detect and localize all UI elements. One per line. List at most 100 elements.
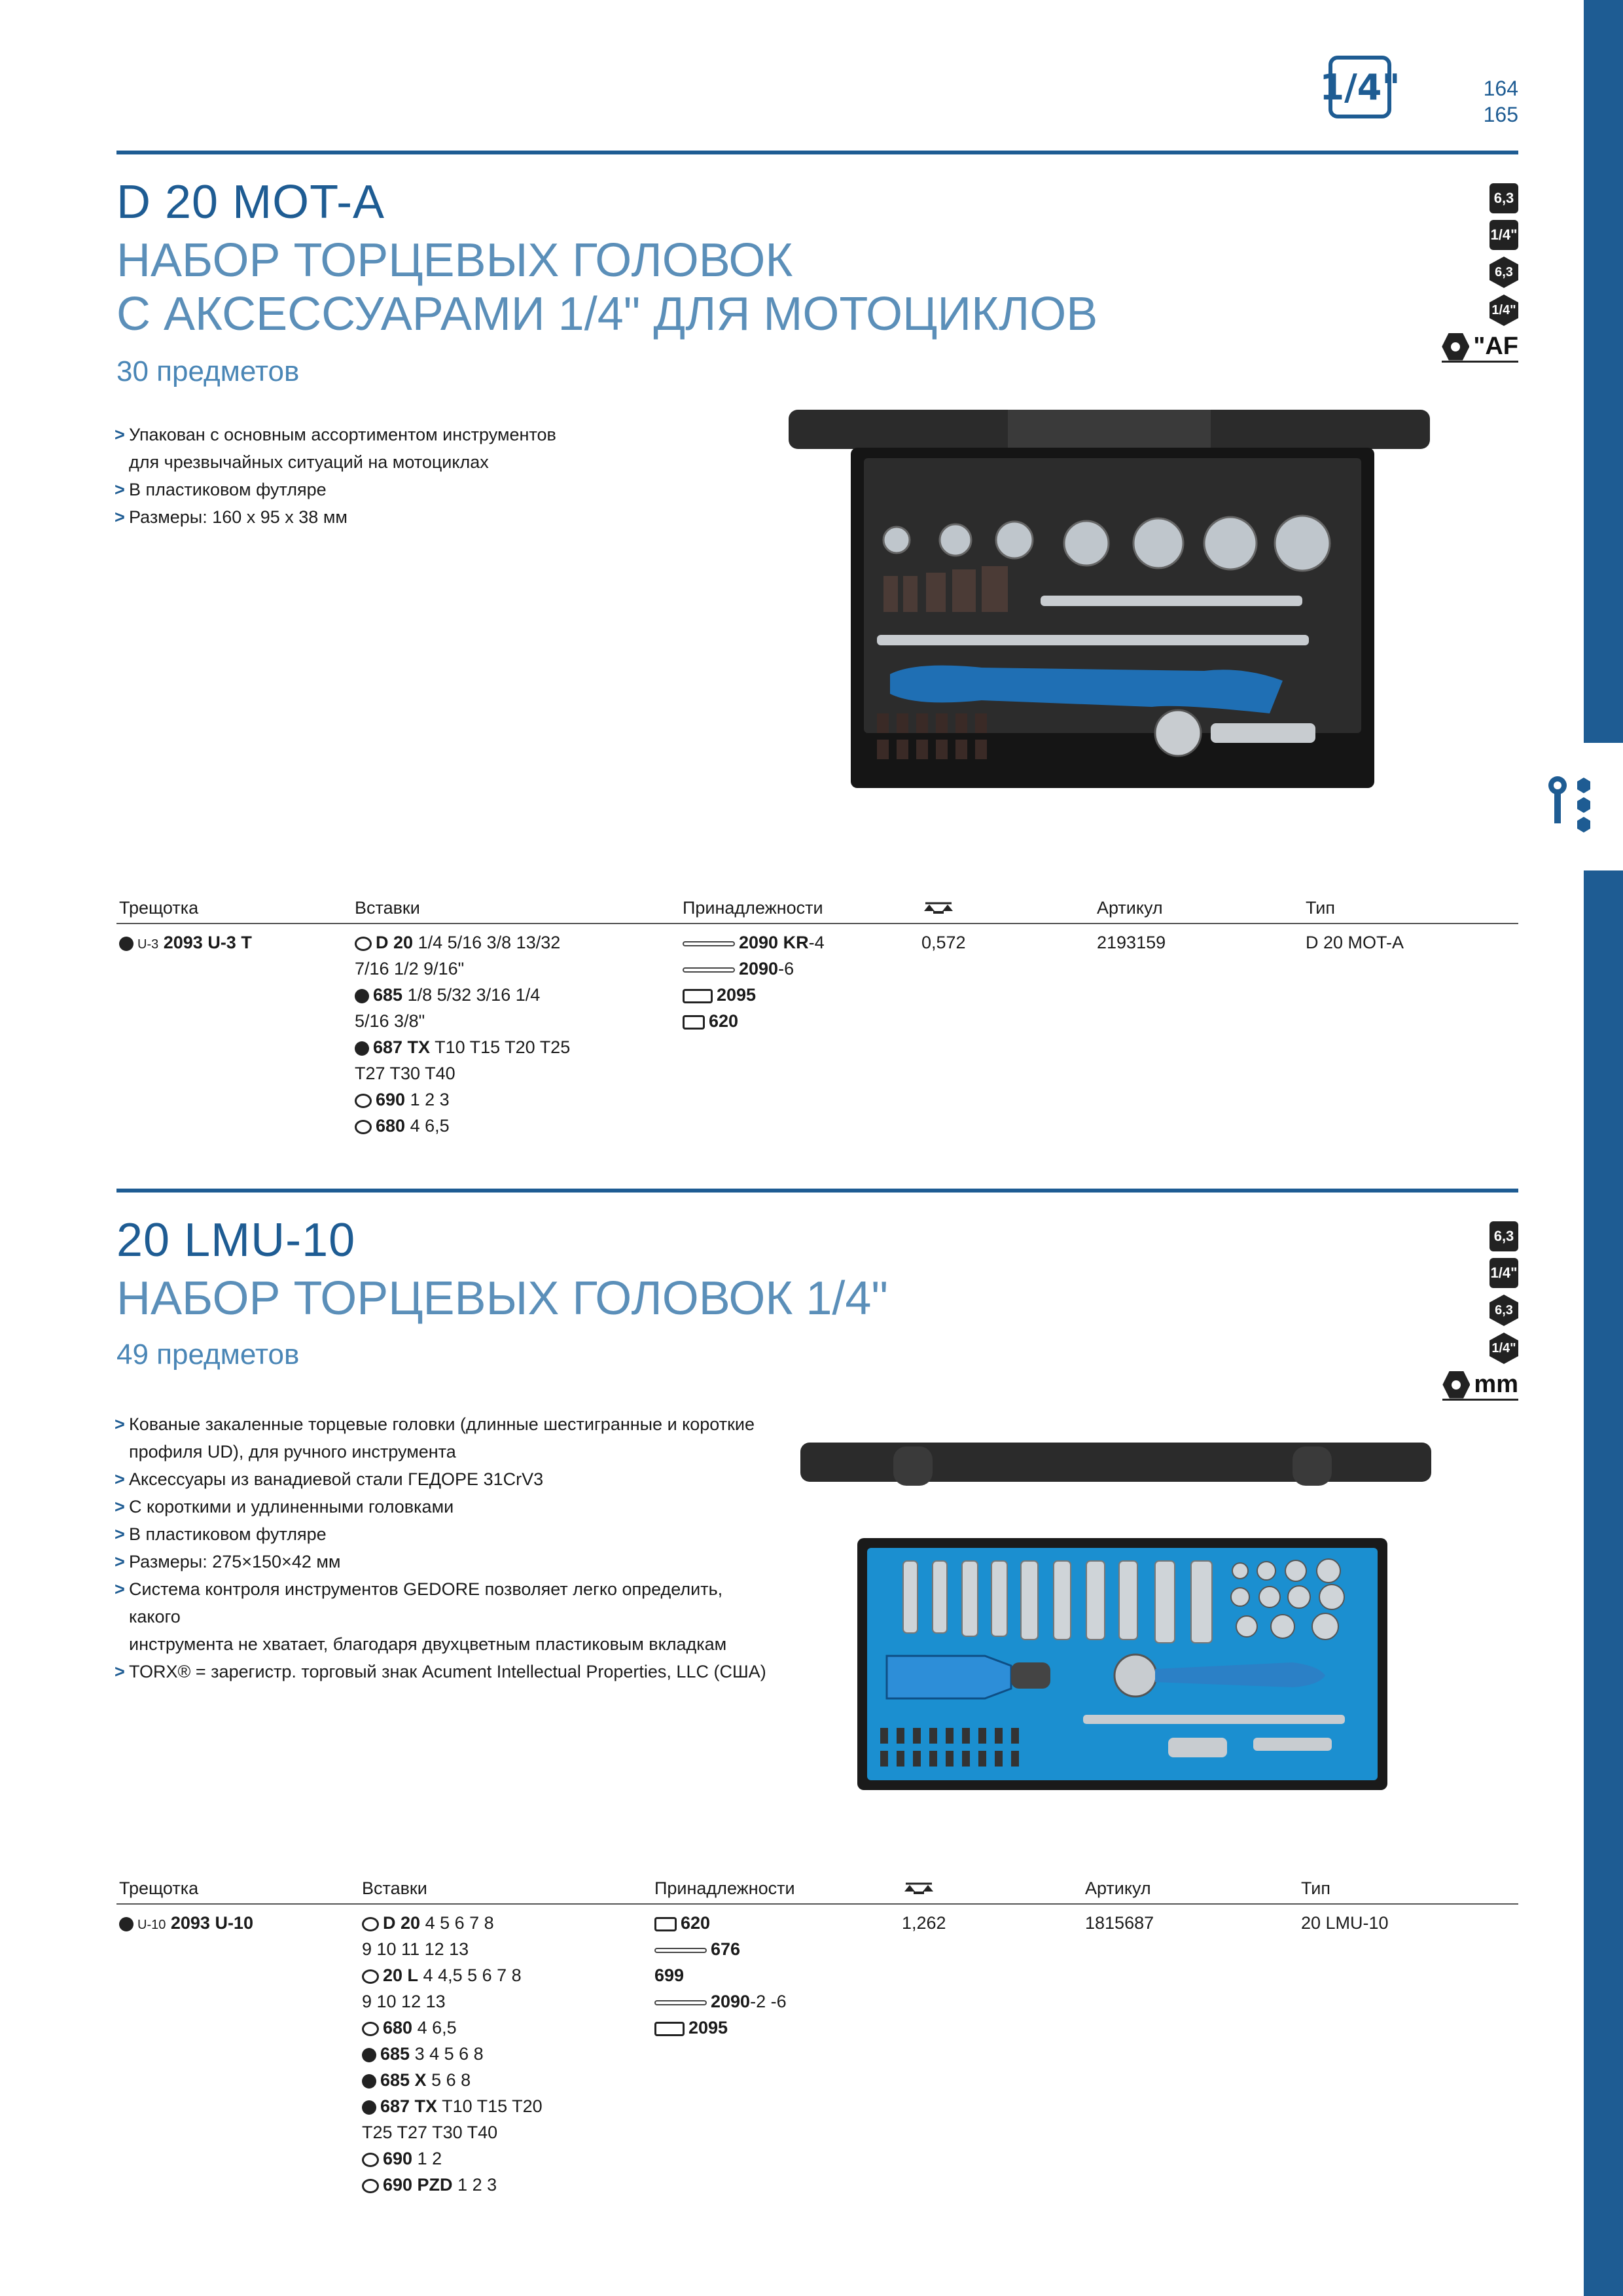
phillips-bit-icon [355,1093,372,1108]
badge-6-3-square: 6,3 [1489,1221,1518,1251]
universal-joint-icon [683,988,713,1003]
article-value: 2193159 [1097,933,1166,952]
col-header-ratchet: Трещотка [119,898,199,918]
badge-6-3-square: 6,3 [1489,183,1518,213]
page-number-left: 164 [1483,77,1518,100]
slotted-bit-icon [362,2021,379,2036]
hex-bit-icon [362,2047,376,2062]
badge-af-unit: "AF [1442,332,1518,363]
universal-joint-icon [654,2021,685,2036]
ratchet-cell: U-3 2093 U-3 T [119,929,252,958]
section2-spec-table: Трещотка Вставки Принадлежности Артикул … [116,1878,1518,2206]
torx-bit-icon [355,1041,369,1056]
badge-mm-unit: mm [1442,1371,1518,1401]
type-value: 20 LMU-10 [1301,1913,1389,1933]
section1-item-count: 30 предметов [116,355,300,387]
section1-bullets: >Упакован с основным ассортиментом инстр… [115,421,573,531]
ratchet-icon [119,936,134,951]
col-header-weight [921,898,955,922]
table-header-rule [116,1903,1518,1905]
extension-bar-icon [683,967,735,973]
inserts-cell: D 20 4 5 6 7 8 9 10 11 12 13 20 L 4 4,5 … [362,1910,543,2198]
bullet-item: >С короткими и удлиненными головками [115,1497,454,1516]
bit-holder-icon [683,1014,705,1030]
col-header-inserts: Вставки [362,1878,427,1898]
insert-row: D 20 4 5 6 7 8 [362,1910,543,1936]
hex-bit-icon [362,2073,376,2089]
col-header-article: Артикул [1097,898,1163,918]
ratchet-cell: U-10 2093 U-10 [119,1910,253,1938]
sidebar-strip-bottom [1584,870,1623,2296]
accessory-row: 2095 [654,2015,787,2041]
col-header-weight [902,1878,936,1903]
hex-nut-icon [1442,332,1470,361]
accessory-row: 2095 [683,982,825,1008]
bullet-item: профиля UD), для ручного инструмента [129,1442,456,1462]
weight-scale-icon [904,1882,933,1894]
weight-scale-icon [924,902,953,914]
pozidriv-bit-icon [362,2178,379,2193]
insert-row: 680 4 6,5 [362,2015,543,2041]
ratchet-icon [119,1916,134,1931]
accessory-row: 2090-2 -6 [654,1988,787,2015]
phillips-bit-icon [362,2152,379,2167]
section1-rule [116,151,1518,154]
extension-bar-icon [683,941,735,946]
insert-row: 685 1/8 5/32 3/16 1/4 [355,982,570,1008]
page-numbers: 164 165 [1466,75,1518,128]
insert-row: 5/16 3/8" [355,1011,425,1031]
screwdriver-handle-icon [654,1947,707,1953]
bullet-item: >Кованые закаленные торцевые головки (дл… [115,1414,755,1434]
long-socket-icon [362,1969,379,1984]
section2-badges: 6,3 1/4" 6,3 1/4" mm [1442,1221,1518,1401]
insert-row: 9 10 11 12 13 [362,1939,469,1959]
accessory-row: 2090-6 [683,956,825,982]
accessories-cell: 2090 KR-4 2090-6 2095 620 [683,929,825,1034]
insert-row: T27 T30 T40 [355,1064,455,1083]
insert-row: 9 10 12 13 [362,1992,446,2011]
socket-tools-tab-icon [1540,771,1608,846]
bullet-item: >Размеры: 160 x 95 x 38 мм [115,507,348,527]
badge-quarter-square: 1/4" [1489,220,1518,250]
section1-badges: 6,3 1/4" 6,3 1/4" "AF [1442,183,1518,363]
drive-size-badge: 1/4" [1320,56,1400,118]
accessory-row: 676 [654,1936,787,1962]
section2-rule [116,1189,1518,1193]
insert-row: 687 TX T10 T15 T20 [362,2093,543,2119]
badge-6-3-hex: 6,3 [1489,1295,1518,1326]
col-header-accessories: Принадлежности [654,1878,795,1898]
article-value: 1815687 [1085,1913,1154,1933]
col-header-inserts: Вставки [355,898,420,918]
sidebar-strip-top [1584,0,1623,743]
badge-quarter-hex: 1/4" [1489,1333,1518,1364]
section2-bullets: >Кованые закаленные торцевые головки (дл… [115,1410,769,1685]
insert-row: D 20 1/4 5/16 3/8 13/32 [355,929,570,956]
bullet-item: инструмента не хватает, благодаря двухцв… [129,1634,727,1654]
weight-value: 1,262 [902,1913,946,1933]
bullet-item: >В пластиковом футляре [115,480,327,499]
col-header-ratchet: Трещотка [119,1878,199,1898]
slotted-bit-icon [355,1119,372,1134]
insert-row: T25 T27 T30 T40 [362,2123,498,2142]
socket-icon [362,1916,379,1931]
hex-bit-icon [355,988,369,1003]
torx-bit-icon [362,2100,376,2115]
accessory-row: 620 [683,1008,825,1034]
insert-row: 685 3 4 5 6 8 [362,2041,543,2067]
type-value: D 20 MOT-A [1306,933,1404,952]
bullet-item: >TORX® = зарегистр. торговый знак Acumen… [115,1662,766,1681]
bullet-item: для чрезвычайных ситуаций на мотоциклах [129,452,489,472]
bullet-item: >Система контроля инструментов GEDORE по… [115,1579,723,1626]
insert-row: 690 1 2 [362,2145,543,2172]
insert-row: 20 L 4 4,5 5 6 7 8 [362,1962,543,1988]
accessories-cell: 620 676 699 2090-2 -6 2095 [654,1910,787,2041]
bullet-item: >Упакован с основным ассортиментом инстр… [115,425,556,444]
insert-row: 687 TX T10 T15 T20 T25 [355,1034,570,1060]
badge-6-3-hex: 6,3 [1489,257,1518,288]
bullet-item: >Размеры: 275×150×42 мм [115,1552,341,1571]
col-header-type: Тип [1306,898,1336,918]
weight-value: 0,572 [921,933,966,952]
accessory-row: 699 [654,1965,685,1985]
bit-holder-icon [654,1916,677,1931]
section2-code: 20 LMU-10 [116,1214,356,1266]
